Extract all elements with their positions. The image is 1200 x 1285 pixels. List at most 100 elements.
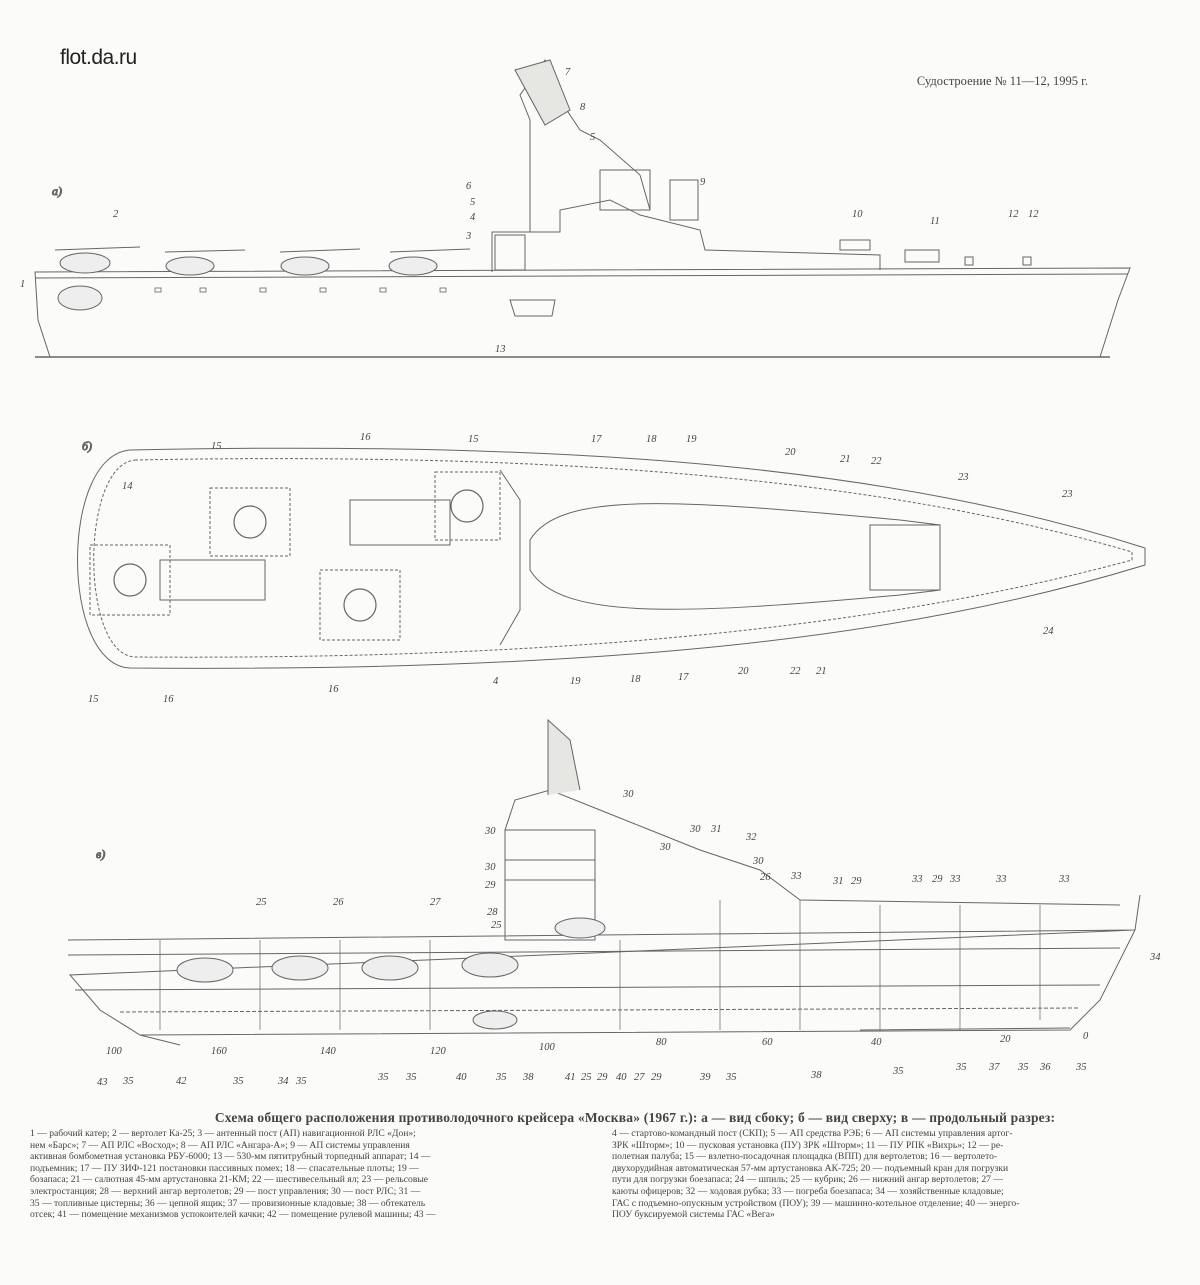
frame-number-label: 140 xyxy=(320,1046,337,1057)
callout-number-top: 19 xyxy=(570,676,581,687)
side-helicopters xyxy=(57,252,438,311)
frame-number-label: 0 xyxy=(1083,1031,1089,1042)
callout-number-side: 12 xyxy=(1008,209,1019,220)
view-label-section: в) xyxy=(96,847,105,861)
callout-number-side: 7 xyxy=(565,67,571,78)
callout-number-section-lower: 43 xyxy=(97,1077,108,1088)
callout-number-section-lower: 36 xyxy=(1039,1062,1051,1073)
callout-number-section-lower: 38 xyxy=(522,1072,534,1083)
caption-line: двухорудийная автоматическая 57-мм артус… xyxy=(612,1162,1009,1174)
callout-number-section-lower: 35 xyxy=(122,1076,134,1087)
frame-number-label: 20 xyxy=(1000,1034,1011,1045)
caption-line: пути для погрузки боезапаса; 24 — шпиль;… xyxy=(612,1174,1003,1186)
callout-number-section-upper: 33 xyxy=(911,874,923,885)
callout-number-section-lower: 37 xyxy=(988,1062,1000,1073)
callout-number-section-upper: 26 xyxy=(333,897,344,908)
callout-number-side: 10 xyxy=(852,209,863,220)
caption-line: нем «Барс»; 7 — АП РЛС «Восход»; 8 — АП … xyxy=(30,1139,410,1151)
callout-number-section-lower: 27 xyxy=(634,1072,645,1083)
frame-number-label: 160 xyxy=(211,1046,228,1057)
side-view: а) xyxy=(34,58,1131,358)
caption-left-column: 1 — рабочий катер; 2 — вертолет Ка-25; 3… xyxy=(30,1128,598,1221)
callout-number-top: 14 xyxy=(122,481,133,492)
callout-number-side: 11 xyxy=(930,216,940,227)
callout-number-top: 15 xyxy=(211,441,222,452)
callout-number-top: 4 xyxy=(493,676,499,687)
callout-number-side: 3 xyxy=(465,231,471,242)
frame-number-label: 40 xyxy=(871,1037,882,1048)
callout-number-top: 16 xyxy=(328,684,339,695)
callout-number-section-lower: 42 xyxy=(176,1076,187,1087)
caption-line: 35 — топливные цистерны; 36 — цепной ящи… xyxy=(30,1197,426,1209)
section-view: в) xyxy=(67,718,1141,1046)
callout-number-top: 17 xyxy=(678,672,689,683)
callout-number-section-upper: 26 xyxy=(760,872,771,883)
callout-number-side: 12 xyxy=(1028,209,1039,220)
side-hull xyxy=(34,267,1131,358)
callout-number-section-lower: 40 xyxy=(456,1072,467,1083)
callout-number-section-upper: 28 xyxy=(487,907,498,918)
callout-number-section-lower: 29 xyxy=(651,1072,662,1083)
callout-number-section-lower: 35 xyxy=(495,1072,507,1083)
callout-number-section-upper: 25 xyxy=(256,897,267,908)
callout-number-side: 1 xyxy=(20,279,25,290)
callout-number-side: 5 xyxy=(590,132,595,143)
callout-number-top: 15 xyxy=(468,434,479,445)
section-hangar-helicopters xyxy=(176,917,606,1030)
callout-number-section-upper: 30 xyxy=(689,824,701,835)
callout-number-side: 8 xyxy=(580,102,586,113)
callout-number-side: 4 xyxy=(470,212,476,223)
callout-number-section-lower: 35 xyxy=(377,1072,389,1083)
site-watermark: flot.da.ru xyxy=(60,46,137,69)
callout-number-top: 24 xyxy=(1043,626,1054,637)
callout-number-top: 20 xyxy=(738,666,749,677)
caption-line: 4 — стартово-командный пост (СКП); 5 — А… xyxy=(612,1128,1013,1139)
callout-number-section-upper: 30 xyxy=(484,826,496,837)
callout-number-side: 2 xyxy=(113,209,119,220)
callout-number-side: 13 xyxy=(495,344,506,355)
view-label-top: б) xyxy=(82,439,92,453)
callout-number-section-upper: 29 xyxy=(485,880,496,891)
callout-number-section-lower: 40 xyxy=(616,1072,627,1083)
caption-line: активная бомбометная установка РБУ-6000;… xyxy=(30,1151,431,1163)
callout-number-section-upper: 30 xyxy=(622,789,634,800)
top-hull-outline xyxy=(77,447,1146,669)
frame-number-label: 80 xyxy=(656,1037,667,1048)
caption-title: Схема общего расположения противолодочно… xyxy=(214,1110,1056,1125)
callout-number-section-lower: 35 xyxy=(955,1062,967,1073)
callout-number-side: 6 xyxy=(466,181,472,192)
callout-number-section-lower: 35 xyxy=(405,1072,417,1083)
callout-number-section-lower: 35 xyxy=(725,1072,737,1083)
journal-reference: Судостроение № 11—12, 1995 г. xyxy=(916,74,1088,88)
callout-number-section-upper: 30 xyxy=(752,856,764,867)
callout-number-section-lower: 38 xyxy=(810,1070,822,1081)
frame-number-label: 120 xyxy=(430,1046,447,1057)
caption-line: ЗРК «Шторм»; 10 — пусковая установка (ПУ… xyxy=(612,1139,1004,1151)
caption-line: электростанция; 28 — верхний ангар верто… xyxy=(30,1185,421,1197)
callout-number-section-lower: 35 xyxy=(892,1066,904,1077)
callout-number-top: 16 xyxy=(360,432,371,443)
callout-number-section-upper: 33 xyxy=(1058,874,1070,885)
callout-number-section-lower: 29 xyxy=(597,1072,608,1083)
callout-number-section-lower: 25 xyxy=(581,1072,592,1083)
ship-drawings: а) б) xyxy=(20,58,1161,1088)
callout-number-top: 15 xyxy=(88,694,99,705)
callout-number-section-upper: 32 xyxy=(745,832,757,843)
callout-number-section-upper: 30 xyxy=(484,862,496,873)
caption-line: полетная палуба; 15 — взлетно-посадочная… xyxy=(612,1151,998,1163)
callout-number-section-upper: 29 xyxy=(932,874,943,885)
callout-number-top: 21 xyxy=(840,454,851,465)
callout-number-top: 19 xyxy=(686,434,697,445)
callout-number-section-upper: 29 xyxy=(851,876,862,887)
callout-number-section-upper: 34 xyxy=(1149,952,1161,963)
caption-line: ГАС с подъемно-опускным устройством (ПОУ… xyxy=(612,1197,1020,1209)
callout-number-section-upper: 30 xyxy=(659,842,671,853)
caption-line: бозапаса; 21 — салютная 45-мм артустанов… xyxy=(30,1174,429,1186)
callout-number-top: 22 xyxy=(790,666,801,677)
callout-number-top: 18 xyxy=(630,674,641,685)
callout-number-section-lower: 35 xyxy=(1017,1062,1029,1073)
callout-number-section-lower: 35 xyxy=(232,1076,244,1087)
callout-number-side: 5 xyxy=(470,197,475,208)
caption-line: подъемник; 17 — ПУ ЗИФ-121 постановки па… xyxy=(30,1162,419,1174)
